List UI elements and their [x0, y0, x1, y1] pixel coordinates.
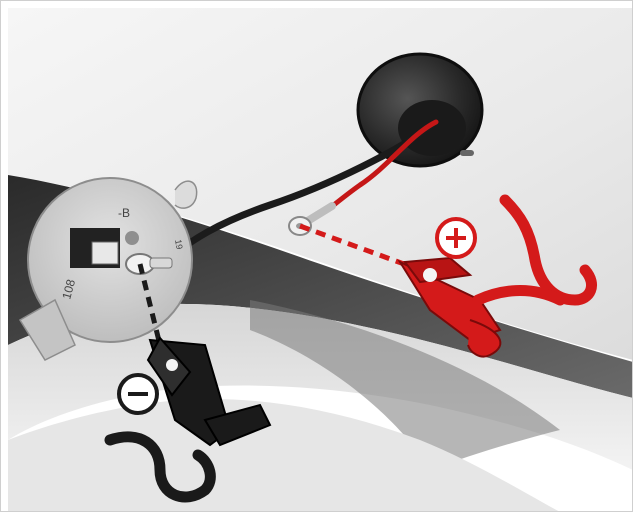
plate-marking-top: -B	[118, 206, 130, 220]
minus-circle-icon	[119, 375, 157, 413]
plate-marking-small: 19	[173, 239, 185, 251]
cable-grommet	[358, 54, 482, 166]
plus-circle-icon	[437, 219, 475, 257]
